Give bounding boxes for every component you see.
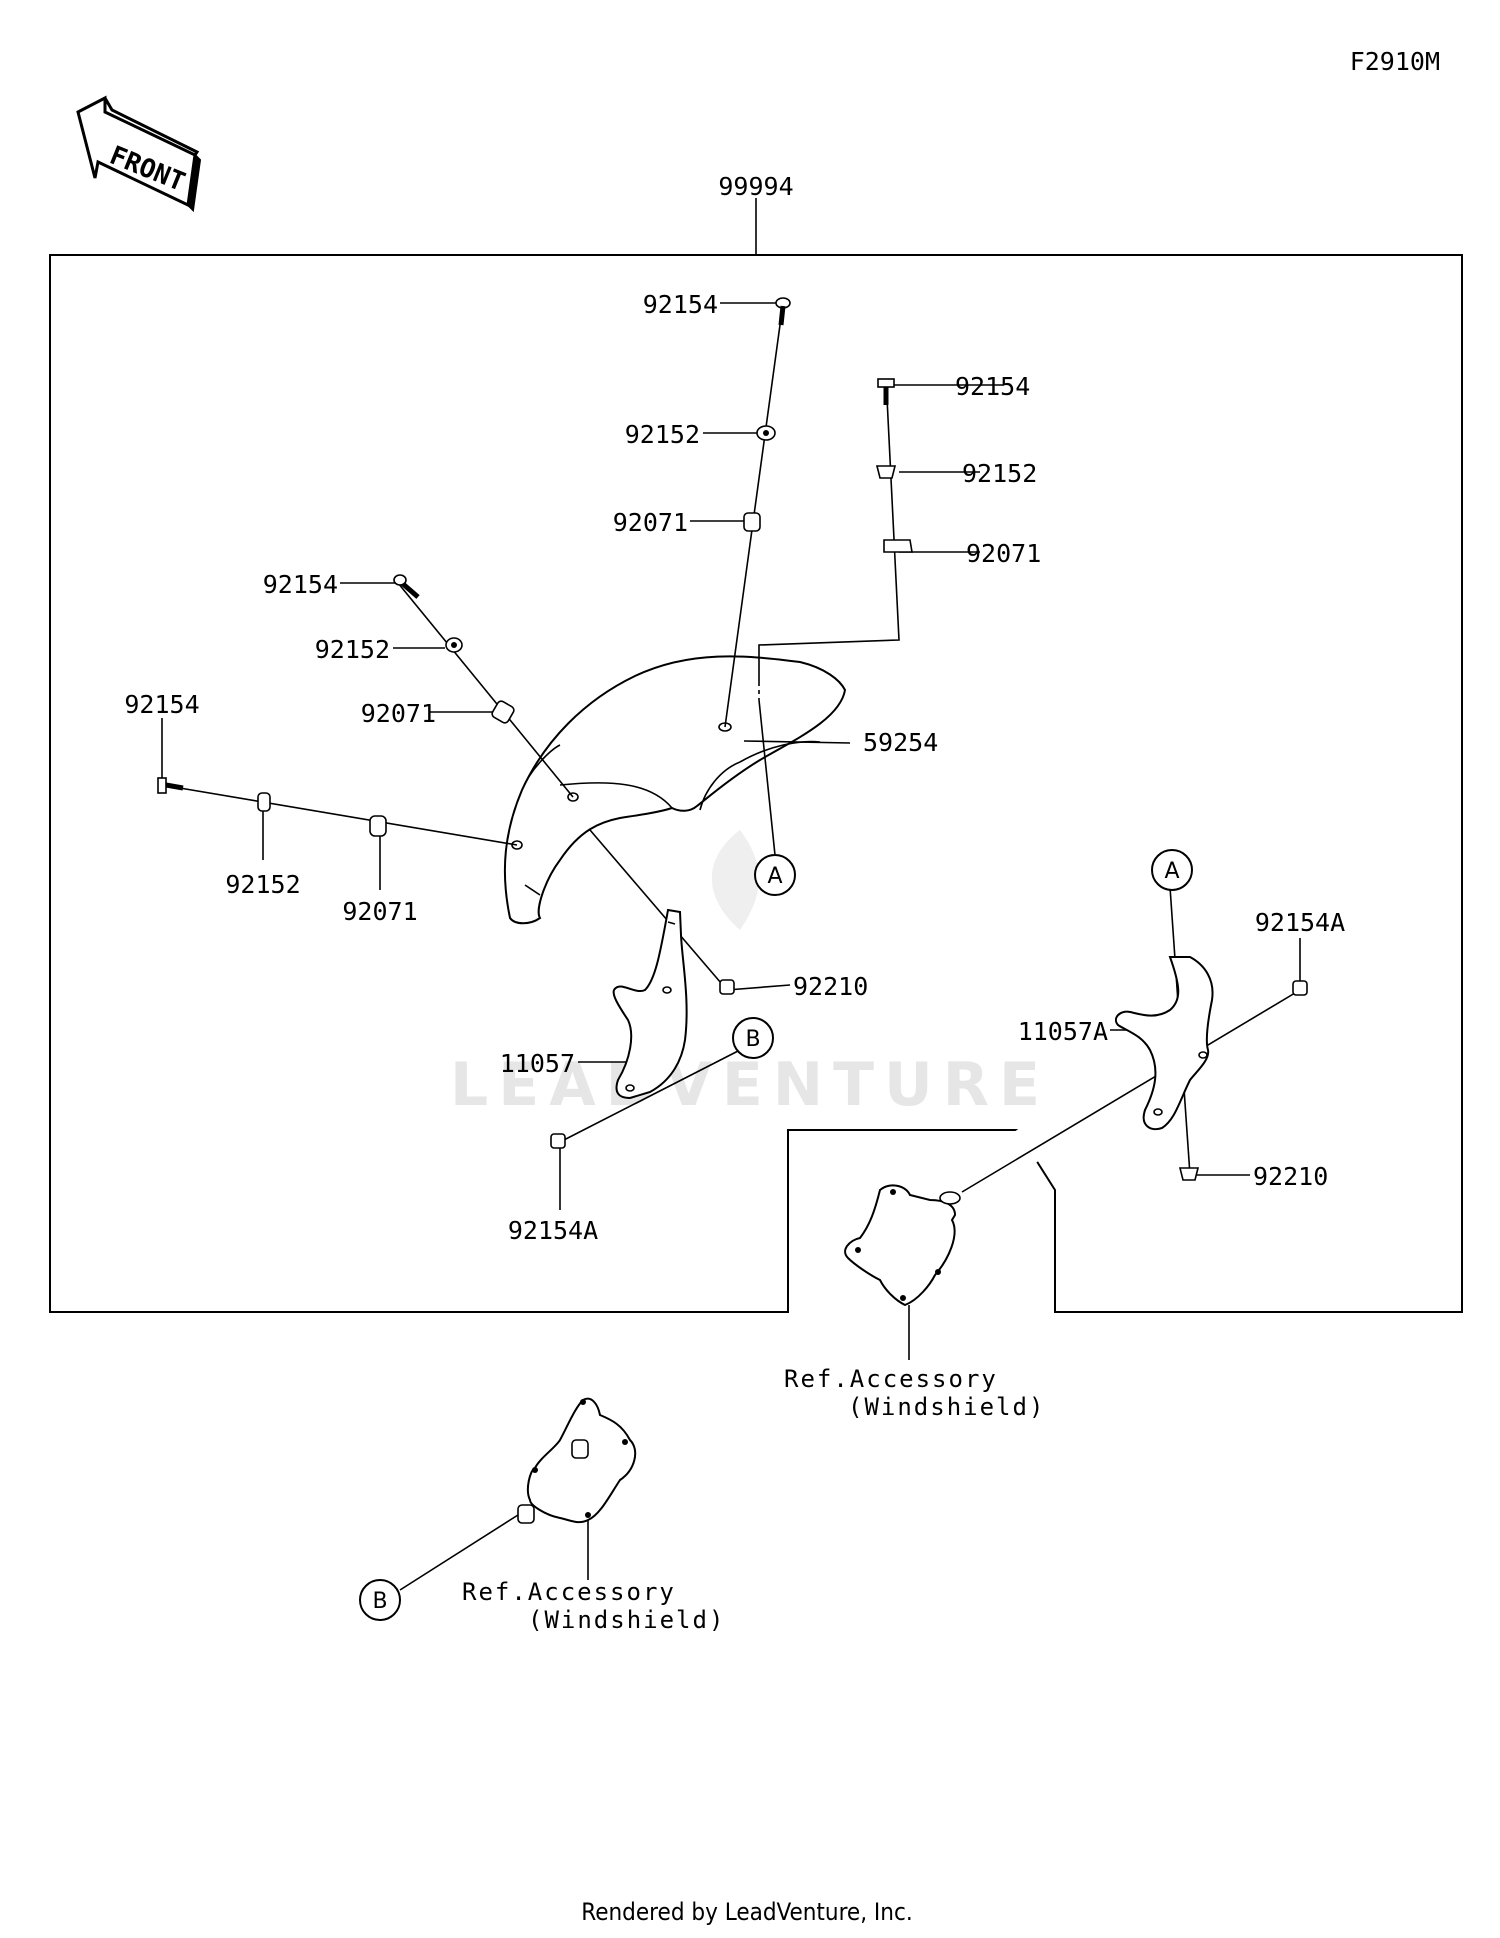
part-label-nut-right: 92210 — [1253, 1162, 1328, 1191]
part-label-bolt-top: 92154 — [643, 290, 718, 319]
ref-left-line2: (Windshield) — [528, 1606, 725, 1634]
footer-credit: Rendered by LeadVenture, Inc. — [581, 1898, 912, 1926]
diagram-code: F2910M — [1350, 47, 1440, 76]
part-label-grommet-left: 92071 — [342, 897, 417, 926]
windshield-part — [503, 655, 847, 925]
svg-text:B: B — [372, 1589, 387, 1614]
part-label-grommet-mid: 92071 — [361, 699, 436, 728]
ref-accessory-right — [844, 1184, 961, 1307]
svg-text:B: B — [745, 1027, 760, 1052]
watermark-text: LEADVENTURE — [450, 1050, 1050, 1120]
callout-a-right: A — [1151, 849, 1193, 891]
grommet-icon — [743, 512, 761, 532]
bracket-right-part — [1114, 956, 1214, 1130]
ref-right-line1: Ref.Accessory — [784, 1365, 998, 1393]
leader-lines — [161, 302, 1301, 1591]
ref-accessory-left — [517, 1397, 637, 1524]
part-label-bolt-left: 92154 — [124, 690, 199, 719]
part-label-bracket-right: 11057A — [1018, 1017, 1108, 1046]
part-label-collar-right: 92152 — [962, 459, 1037, 488]
part-label-bolt-lower-left: 92154A — [508, 1216, 598, 1245]
svg-text:A: A — [767, 864, 782, 889]
part-label-bolt-lower-right: 92154A — [1255, 908, 1345, 937]
hardware — [157, 297, 1308, 1181]
callout-a-upper: A — [754, 854, 796, 896]
watermark: LEADVENTURE — [450, 830, 1050, 1120]
part-label-bracket-left: 11057 — [500, 1049, 575, 1078]
part-label-windshield: 59254 — [863, 728, 938, 757]
svg-text:A: A — [1164, 859, 1179, 884]
part-label-collar-top: 92152 — [625, 420, 700, 449]
callout-b-mid: B — [732, 1017, 774, 1059]
part-label-nut-left: 92210 — [793, 972, 868, 1001]
ref-left-line1: Ref.Accessory — [462, 1578, 676, 1606]
ref-right-line2: (Windshield) — [848, 1393, 1045, 1421]
part-label-collar-left: 92152 — [225, 870, 300, 899]
part-label-collar-mid: 92152 — [315, 635, 390, 664]
part-label-bolt-mid: 92154 — [263, 570, 338, 599]
part-label-grommet-top: 92071 — [613, 508, 688, 537]
front-arrow-icon: FRONT — [76, 95, 202, 213]
part-label-bolt-right: 92154 — [955, 372, 1030, 401]
bracket-left-part — [612, 908, 688, 1100]
callout-b-lower: B — [359, 1579, 401, 1621]
kit-label: 99994 — [718, 172, 793, 201]
kit-frame — [49, 198, 1463, 1313]
part-label-grommet-right: 92071 — [966, 539, 1041, 568]
